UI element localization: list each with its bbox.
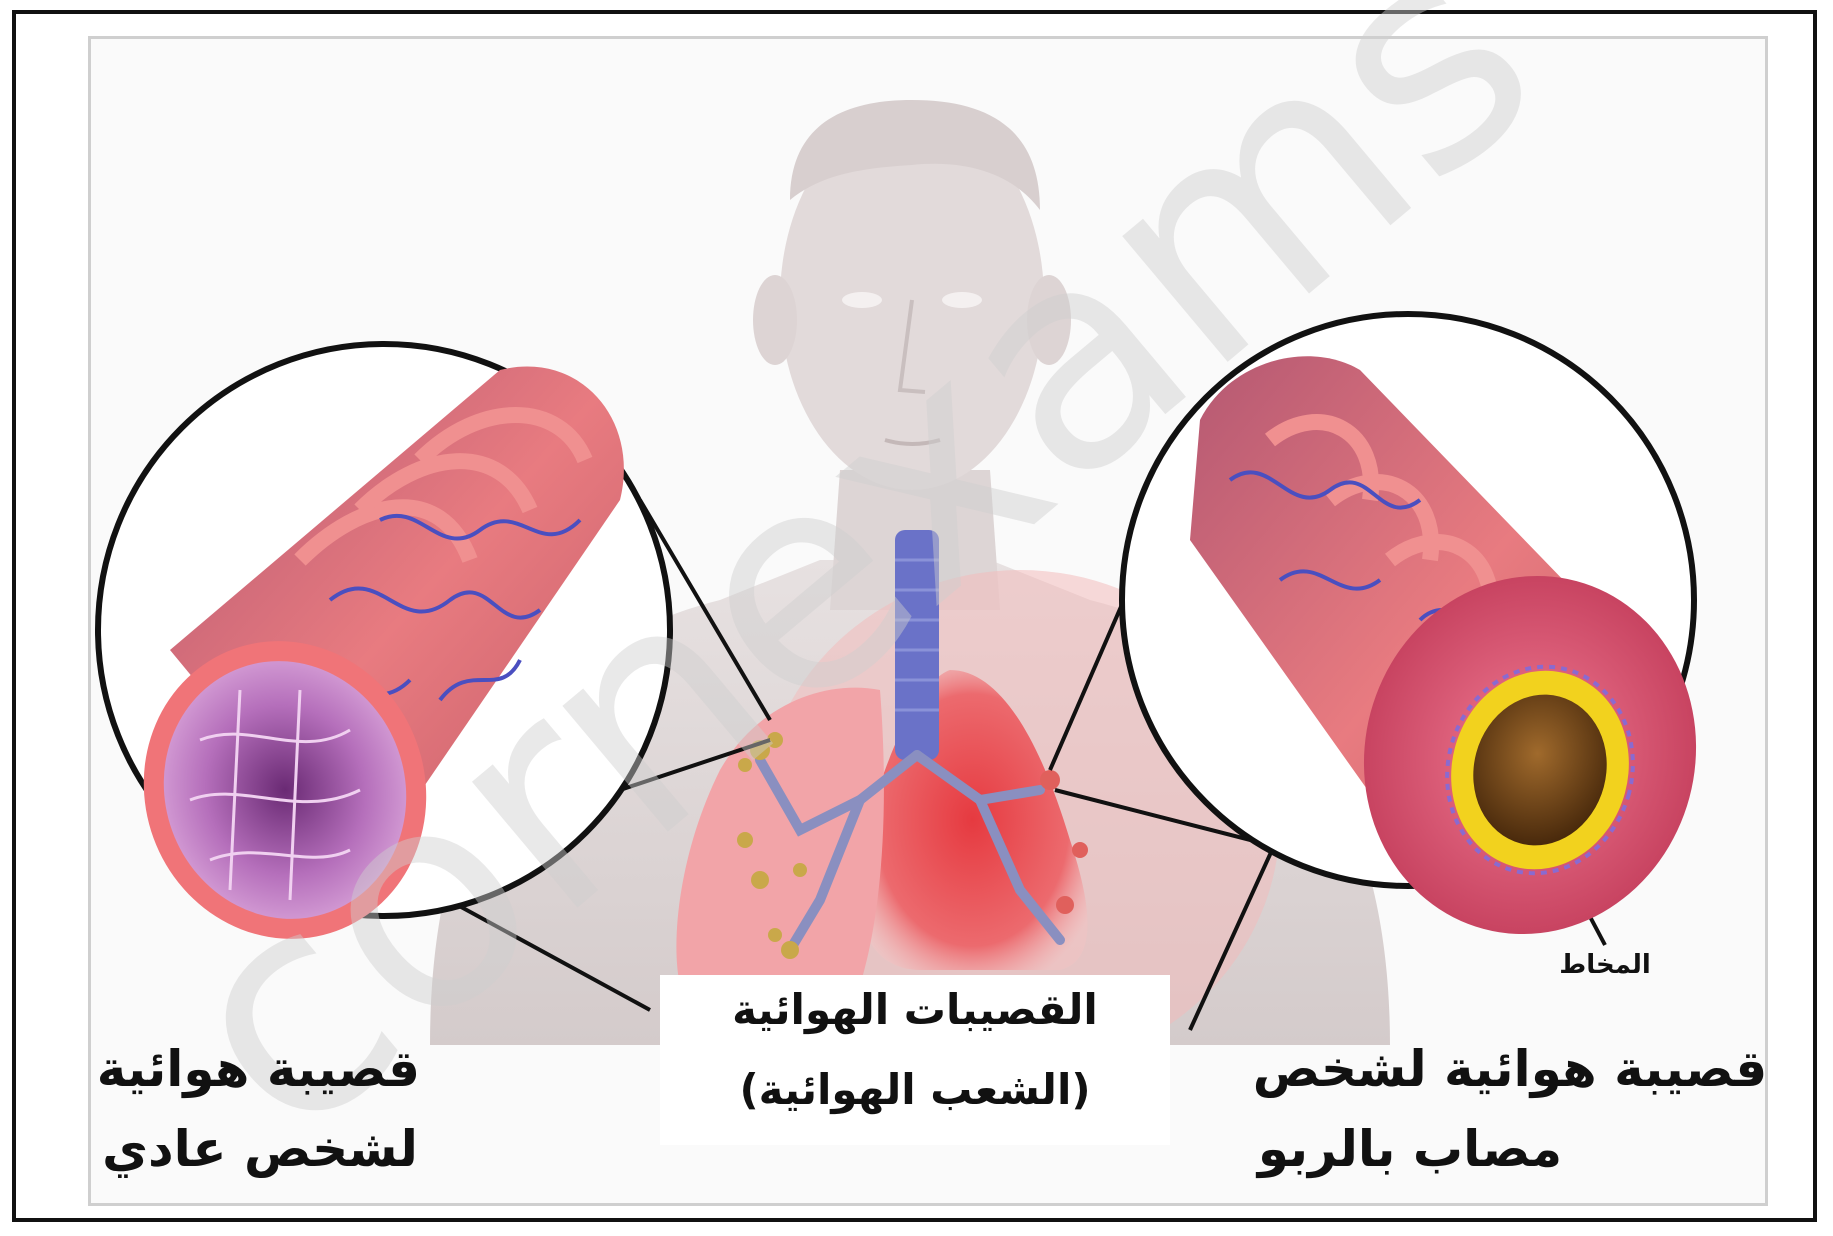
label-normal-bronchiole-line1: قصيبة هوائية (100, 1040, 420, 1098)
label-asthma-bronchiole-line2: مصاب بالربو (1250, 1120, 1570, 1178)
label-bronchioles-line2: (الشعب الهوائية) (700, 1065, 1130, 1114)
label-asthma-bronchiole-line1: قصيبة هوائية لشخص (1250, 1040, 1770, 1098)
ear-left (753, 275, 797, 365)
label-bronchioles-line1: القصيبات الهوائية (700, 985, 1130, 1034)
label-normal-bronchiole-line2: لشخص عادي (100, 1120, 420, 1178)
label-mucus: المخاط (1540, 950, 1670, 980)
